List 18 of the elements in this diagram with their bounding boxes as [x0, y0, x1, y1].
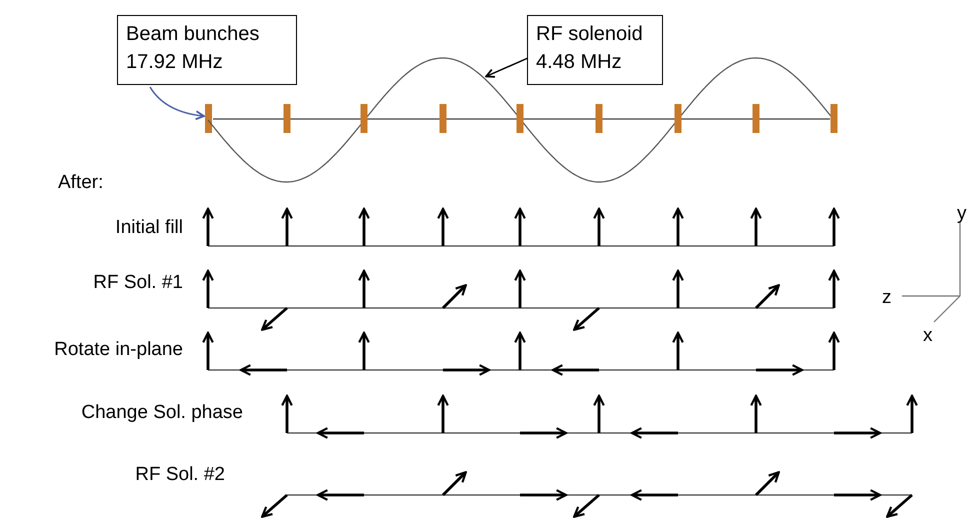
axis-label: y [957, 203, 966, 225]
callout-box [117, 15, 297, 85]
callout-text: 17.92 MHz [126, 50, 224, 75]
callout-box [527, 15, 663, 85]
callout-text: Beam bunches [126, 22, 260, 47]
callout-text: RF solenoid [536, 22, 644, 47]
leader-arrow [149, 86, 205, 120]
callout-text: 4.48 MHz [536, 50, 623, 75]
row-label: Initial fill [115, 217, 183, 239]
row-heading: After: [58, 172, 104, 194]
row-label: Rotate in-plane [54, 339, 183, 361]
row-label: RF Sol. #2 [135, 464, 225, 486]
row-label: RF Sol. #1 [93, 272, 183, 294]
bunch-marker [205, 104, 212, 133]
axis-label: z [882, 287, 892, 309]
leader-arrow [485, 57, 528, 78]
axis-label: x [923, 325, 932, 347]
row-label: Change Sol. phase [81, 402, 243, 424]
